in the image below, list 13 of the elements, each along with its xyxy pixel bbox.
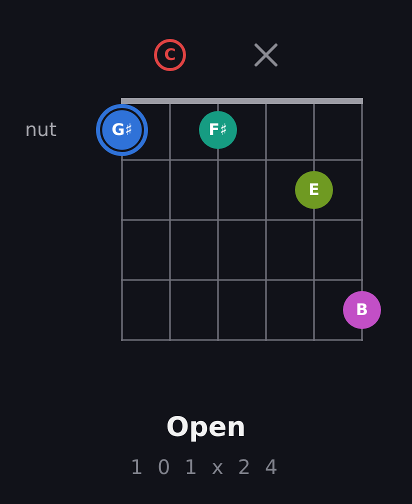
note-name: F♯ — [208, 122, 228, 138]
finger-dot — [343, 291, 381, 329]
nut-label: nut — [25, 121, 57, 140]
note-name: C — [164, 47, 176, 63]
note-name: E — [308, 182, 320, 198]
note-name: G♯ — [112, 122, 132, 138]
open-string-marker — [154, 39, 186, 71]
note-name: B — [356, 302, 368, 318]
fingering-text: 1 0 1 x 2 4 — [130, 455, 282, 479]
finger-dot — [199, 111, 237, 149]
chord-name: Open — [166, 412, 246, 443]
root-finger-dot — [96, 104, 148, 156]
finger-dot — [295, 171, 333, 209]
